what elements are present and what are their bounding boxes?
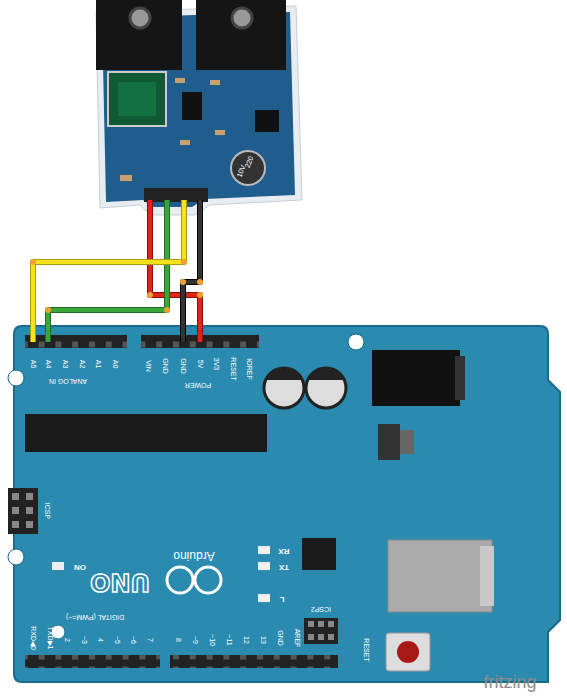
pin-label: 7 (147, 638, 154, 642)
pin-label: ~10 (209, 634, 216, 646)
pin-label: A2 (79, 360, 86, 369)
icsp-header (304, 618, 338, 644)
brand-name: Arduino (173, 550, 214, 562)
power-jack (455, 356, 465, 400)
pin-label: RXD◀0 (30, 626, 37, 650)
icsp-header (8, 488, 38, 534)
pin-header (25, 335, 338, 668)
header-label: ICSP (44, 503, 51, 519)
pin-label: A5 (30, 360, 37, 369)
wire (33, 200, 200, 342)
pin-label: 4 (97, 638, 104, 642)
fm-module (96, 0, 302, 215)
pin-label: ~11 (226, 634, 233, 645)
icsp-pin (308, 621, 334, 640)
audio-jack (196, 0, 286, 70)
mounting-hole (8, 334, 364, 639)
ic (255, 110, 279, 132)
pin-label: 2 (64, 638, 71, 642)
arduino-board (14, 326, 560, 682)
pin-label: IOREF (246, 358, 253, 379)
pin-label: 3V3 (213, 358, 220, 370)
pin-label: GND (277, 630, 284, 646)
pin-label: ~6 (130, 636, 137, 644)
electrolytic-capacitor (231, 151, 265, 185)
pin-label: A0 (112, 360, 119, 369)
capacitor (264, 368, 346, 408)
watermark: fritzing (483, 673, 536, 691)
pin-label: ~3 (81, 636, 88, 644)
usb-chip (302, 538, 336, 570)
ic (182, 92, 202, 120)
voltage-regulator (378, 424, 400, 460)
pin-label: A1 (95, 360, 102, 369)
icsp-pin (12, 493, 33, 528)
led-label: RX (278, 547, 289, 555)
pin-label: 8 (175, 638, 182, 642)
power-jack (372, 350, 460, 406)
pin-label: AREF (294, 629, 301, 648)
microcontroller-chip (25, 414, 267, 452)
pin-label: A4 (45, 360, 52, 369)
board-model: UNO (90, 570, 150, 594)
pin-label: ~5 (114, 636, 121, 644)
button-label: RESET (363, 638, 370, 661)
pin-label: GND (180, 358, 187, 374)
radio-chip (108, 72, 166, 126)
reset-button (386, 633, 430, 671)
pin-label: VIN (145, 360, 152, 372)
led (52, 546, 270, 602)
pin-header (144, 188, 208, 202)
header-label: POWER (185, 382, 211, 389)
voltage-regulator (400, 430, 414, 454)
pin-label: GND (162, 358, 169, 374)
pin-label: A3 (62, 360, 69, 369)
pin-label: 13 (260, 636, 267, 644)
pin-label: RESET (230, 357, 237, 380)
arduino-logo (167, 567, 221, 593)
usb-connector (388, 540, 492, 612)
pin-label: 5V (197, 360, 204, 369)
usb-connector (480, 546, 494, 606)
led-label: L (280, 595, 285, 603)
bend-point (30, 259, 203, 313)
led-label: TX (279, 563, 289, 571)
header-label: ANALOG IN (49, 378, 87, 385)
audio-jack (96, 0, 182, 70)
pin-label: TXD▶1 (47, 627, 54, 650)
header-label: DIGITAL (PWM=~) (66, 614, 124, 621)
led-label: ON (74, 563, 86, 571)
pin-label: ~9 (192, 636, 199, 644)
pin-label: 12 (243, 636, 250, 644)
header-label: ICSP2 (311, 606, 331, 613)
reset-button (397, 641, 419, 663)
